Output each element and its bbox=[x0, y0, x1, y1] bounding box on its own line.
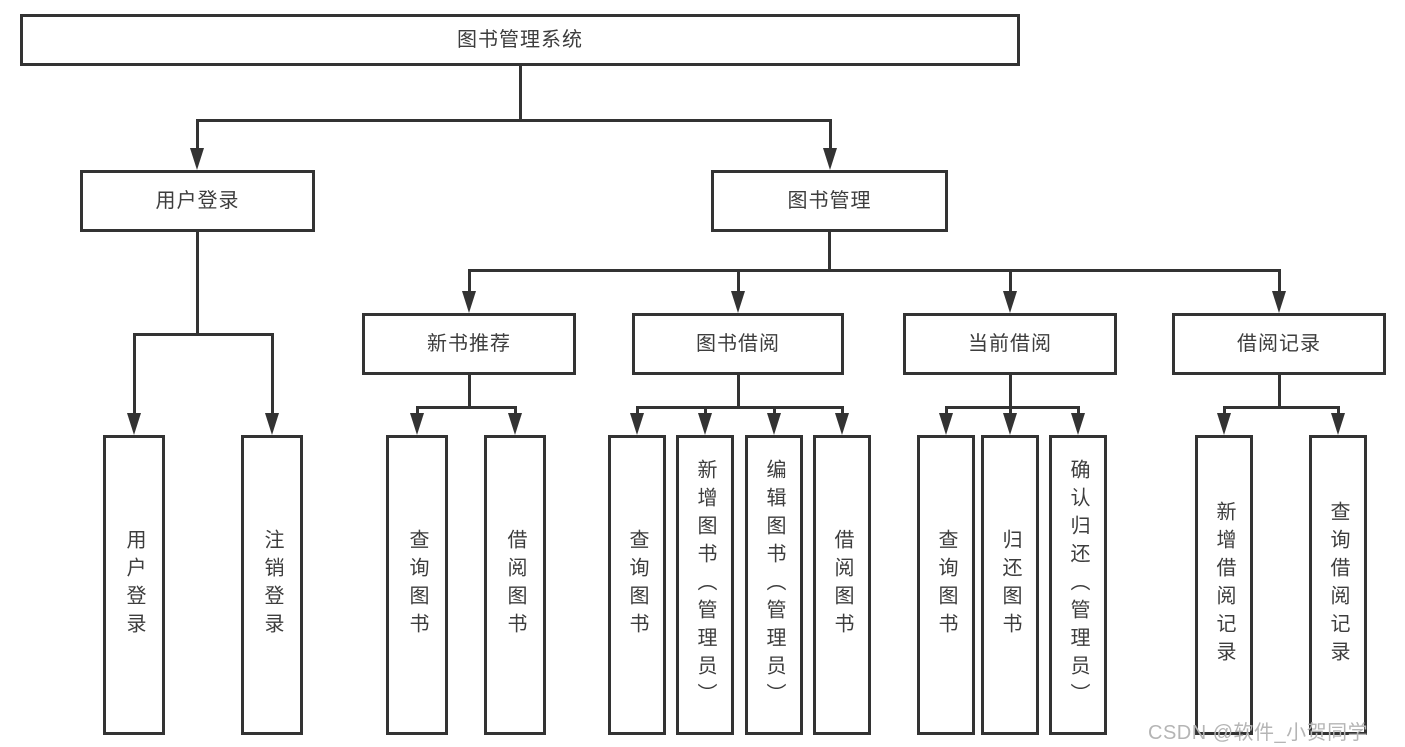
edge-drop-query-borrow-record bbox=[1337, 408, 1340, 414]
node-book-borrowing: 图书借阅 bbox=[632, 313, 844, 375]
leaf-label: 编辑图书（管理员） bbox=[763, 459, 785, 711]
arrowhead-return-books bbox=[1003, 413, 1017, 435]
leaf-borrow-books-recommend: 借阅图书 bbox=[484, 435, 546, 735]
leaf-label: 新增图书（管理员） bbox=[694, 459, 716, 711]
edge-user-login-bus bbox=[133, 333, 274, 336]
node-label: 当前借阅 bbox=[968, 333, 1052, 355]
node-current-borrowing: 当前借阅 bbox=[903, 313, 1117, 375]
edge-drop-confirm-return-admin bbox=[1077, 408, 1080, 414]
edge-drop-leaf-user-login bbox=[133, 335, 136, 413]
leaf-label: 借阅图书 bbox=[831, 529, 853, 641]
leaf-label: 确认归还（管理员） bbox=[1067, 459, 1089, 711]
leaf-add-borrow-record: 新增借阅记录 bbox=[1195, 435, 1253, 735]
edge-drop-current-borrowing bbox=[1009, 271, 1012, 291]
node-label: 新书推荐 bbox=[427, 333, 511, 355]
leaf-label: 用户登录 bbox=[123, 529, 145, 641]
leaf-label: 注销登录 bbox=[261, 529, 283, 641]
leaf-query-books-recommend: 查询图书 bbox=[386, 435, 448, 735]
leaf-label: 查询图书 bbox=[935, 529, 957, 641]
arrowhead-current-borrowing bbox=[1003, 291, 1017, 313]
edge-book-management-bus bbox=[468, 269, 1281, 272]
leaf-logout: 注销登录 bbox=[241, 435, 303, 735]
node-borrowing-records: 借阅记录 bbox=[1172, 313, 1386, 375]
edge-new-book-recommend-stem bbox=[468, 375, 471, 407]
edge-drop-borrowing-records bbox=[1278, 271, 1281, 291]
leaf-label: 新增借阅记录 bbox=[1213, 501, 1235, 669]
edge-drop-query-books-recommend bbox=[416, 408, 419, 414]
node-label: 图书管理 bbox=[787, 190, 872, 212]
edge-drop-book-borrowing bbox=[737, 271, 740, 291]
leaf-label: 归还图书 bbox=[999, 529, 1021, 641]
edge-drop-return-books bbox=[1009, 408, 1012, 414]
arrowhead-book-management bbox=[823, 148, 837, 170]
arrowhead-add-books-admin bbox=[698, 413, 712, 435]
arrowhead-new-book-recommend bbox=[462, 291, 476, 313]
arrowhead-leaf-user-login bbox=[127, 413, 141, 435]
edge-root-bus bbox=[196, 119, 832, 122]
edge-drop-edit-books-admin bbox=[773, 408, 776, 414]
edge-drop-borrow-books bbox=[841, 408, 844, 414]
edge-drop-add-borrow-record bbox=[1223, 408, 1226, 414]
leaf-label: 查询图书 bbox=[406, 529, 428, 641]
leaf-label: 查询借阅记录 bbox=[1327, 501, 1349, 669]
edge-drop-leaf-logout bbox=[271, 335, 274, 413]
arrowhead-query-borrow-record bbox=[1331, 413, 1345, 435]
node-label: 图书借阅 bbox=[696, 333, 780, 355]
leaf-edit-books-admin: 编辑图书（管理员） bbox=[745, 435, 803, 735]
edge-drop-user-login bbox=[196, 121, 199, 149]
edge-book-borrowing-stem bbox=[737, 375, 740, 407]
leaf-return-books: 归还图书 bbox=[981, 435, 1039, 735]
edge-current-borrowing-stem bbox=[1009, 375, 1012, 407]
csdn-watermark: CSDN @软件_小贺同学 bbox=[1148, 722, 1369, 744]
leaf-label: 查询图书 bbox=[626, 529, 648, 641]
edge-drop-new-book-recommend bbox=[468, 271, 471, 291]
node-user-login: 用户登录 bbox=[80, 170, 315, 232]
arrowhead-leaf-logout bbox=[265, 413, 279, 435]
node-label: 图书管理系统 bbox=[457, 29, 583, 51]
node-book-management: 图书管理 bbox=[711, 170, 948, 232]
leaf-borrow-books: 借阅图书 bbox=[813, 435, 871, 735]
node-library-management-system: 图书管理系统 bbox=[20, 14, 1020, 66]
leaf-query-books-borrowing: 查询图书 bbox=[608, 435, 666, 735]
leaf-query-borrow-record: 查询借阅记录 bbox=[1309, 435, 1367, 735]
leaf-query-books-current: 查询图书 bbox=[917, 435, 975, 735]
edge-borrowing-records-bus bbox=[1223, 406, 1340, 409]
edge-drop-borrow-books-recommend bbox=[514, 408, 517, 414]
arrowhead-borrow-books bbox=[835, 413, 849, 435]
node-label: 用户登录 bbox=[155, 190, 240, 212]
edge-root-stem bbox=[519, 65, 522, 121]
leaf-add-books-admin: 新增图书（管理员） bbox=[676, 435, 734, 735]
node-label: 借阅记录 bbox=[1237, 333, 1321, 355]
edge-book-borrowing-bus bbox=[636, 406, 844, 409]
arrowhead-confirm-return-admin bbox=[1071, 413, 1085, 435]
edge-drop-book-management bbox=[829, 121, 832, 149]
edge-drop-query-books-borrowing bbox=[636, 408, 639, 414]
arrowhead-book-borrowing bbox=[731, 291, 745, 313]
edge-borrowing-records-stem bbox=[1278, 375, 1281, 407]
edge-user-login-stem bbox=[196, 232, 199, 334]
leaf-label: 借阅图书 bbox=[504, 529, 526, 641]
leaf-user-login: 用户登录 bbox=[103, 435, 165, 735]
edge-book-management-stem bbox=[828, 232, 831, 270]
edge-drop-add-books-admin bbox=[704, 408, 707, 414]
arrowhead-query-books-borrowing bbox=[630, 413, 644, 435]
arrowhead-edit-books-admin bbox=[767, 413, 781, 435]
arrowhead-borrowing-records bbox=[1272, 291, 1286, 313]
edge-new-book-recommend-bus bbox=[416, 406, 517, 409]
edge-current-borrowing-bus bbox=[945, 406, 1080, 409]
arrowhead-add-borrow-record bbox=[1217, 413, 1231, 435]
arrowhead-query-books-recommend bbox=[410, 413, 424, 435]
arrowhead-borrow-books-recommend bbox=[508, 413, 522, 435]
arrowhead-user-login bbox=[190, 148, 204, 170]
node-new-book-recommend: 新书推荐 bbox=[362, 313, 576, 375]
arrowhead-query-books-current bbox=[939, 413, 953, 435]
leaf-confirm-return-admin: 确认归还（管理员） bbox=[1049, 435, 1107, 735]
edge-drop-query-books-current bbox=[945, 408, 948, 414]
